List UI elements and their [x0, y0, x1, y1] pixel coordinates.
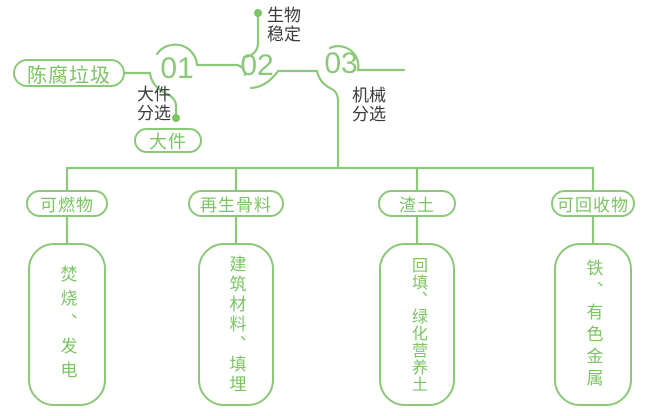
stage-number-03: 03: [324, 47, 358, 80]
stage-number-02: 02: [240, 49, 274, 82]
bulky-item-pill-label: 大件: [149, 131, 187, 152]
output-detail-box-recycled-aggregate: 建筑材料、填埋: [198, 243, 274, 406]
output-detail-text: 焚烧、发电: [57, 264, 77, 385]
output-category-pill-recycled-aggregate: 再生骨料: [188, 190, 284, 217]
output-category-label: 再生骨料: [200, 196, 272, 215]
output-category-label: 可回收物: [557, 196, 629, 215]
source-pill: 陈腐垃圾: [13, 59, 125, 87]
output-detail-text: 铁、有色金属: [583, 258, 603, 391]
output-category-label: 可燃物: [40, 196, 94, 215]
source-pill-label: 陈腐垃圾: [27, 64, 111, 87]
stage-01-bulky-sorting-label: 大件 分选: [137, 85, 171, 123]
bulky-item-pill: 大件: [134, 128, 202, 153]
output-category-pill-slag-soil: 渣土: [378, 190, 456, 217]
output-detail-text: 建筑材料、填埋: [226, 254, 246, 395]
output-detail-box-combustibles: 焚烧、发电: [28, 243, 106, 406]
output-category-pill-recyclables: 可回收物: [551, 190, 635, 217]
output-detail-text: 回填、绿化营养土: [409, 256, 426, 393]
output-detail-box-slag-soil: 回填、绿化营养土: [379, 243, 455, 406]
output-category-label: 渣土: [399, 196, 435, 215]
output-detail-box-recyclables: 铁、有色金属: [554, 243, 632, 406]
output-category-pill-combustibles: 可燃物: [26, 190, 108, 217]
stage-number-01: 01: [160, 52, 194, 85]
bio-branch-dot: [254, 9, 262, 17]
bulky-branch-dot: [172, 114, 180, 122]
stage-02-bio-stabilization-label: 生物 稳定: [267, 6, 301, 44]
stage-03-mechanical-sorting-label: 机械 分选: [352, 86, 386, 124]
